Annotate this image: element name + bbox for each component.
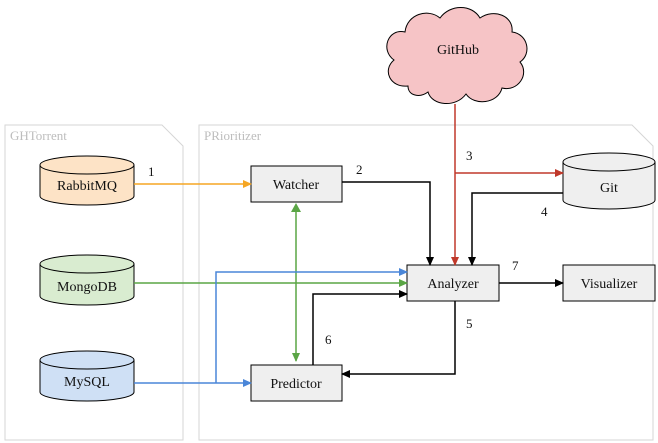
github-label: GitHub	[437, 43, 479, 58]
edge-label-7: 7	[512, 258, 519, 273]
git-db: Git	[562, 152, 656, 210]
mysql-db: MySQL	[39, 350, 135, 402]
analyzer-label: Analyzer	[427, 277, 479, 292]
visualizer-box: Visualizer	[562, 264, 656, 302]
visualizer-label: Visualizer	[581, 277, 638, 292]
edge-analyzer-predictor	[341, 301, 456, 378]
edge-label-1: 1	[148, 164, 155, 179]
edge-label-3: 3	[466, 148, 473, 163]
git-label: Git	[600, 181, 618, 196]
edge-git-analyzer	[468, 192, 563, 266]
edge-predictor-analyzer	[312, 290, 408, 365]
group-prioritizer-label: PRioritizer	[204, 128, 262, 143]
watcher-predictor-arrowhead-up	[291, 203, 301, 212]
github-cloud: GitHub	[386, 7, 528, 104]
predictor-box: Predictor	[250, 364, 343, 402]
group-ghtorrent	[4, 124, 184, 441]
mongodb-label: MongoDB	[57, 280, 117, 295]
edge-mysql-analyzer	[215, 268, 408, 383]
mongodb-db: MongoDB	[39, 254, 135, 306]
edge-label-2: 2	[356, 162, 363, 177]
predictor-label: Predictor	[270, 377, 322, 392]
group-ghtorrent-label: GHTorrent	[10, 128, 67, 143]
watcher-box: Watcher	[250, 165, 343, 203]
analyzer-box: Analyzer	[406, 264, 500, 302]
rabbitmq-label: RabbitMQ	[57, 179, 117, 194]
watcher-label: Watcher	[273, 178, 320, 193]
edge-label-4: 4	[541, 204, 548, 219]
edge-label-6: 6	[325, 332, 332, 347]
mysql-label: MySQL	[64, 375, 110, 390]
edge-label-5: 5	[466, 316, 473, 331]
edge-watcher-analyzer	[342, 181, 434, 266]
rabbitmq-db: RabbitMQ	[39, 155, 135, 206]
